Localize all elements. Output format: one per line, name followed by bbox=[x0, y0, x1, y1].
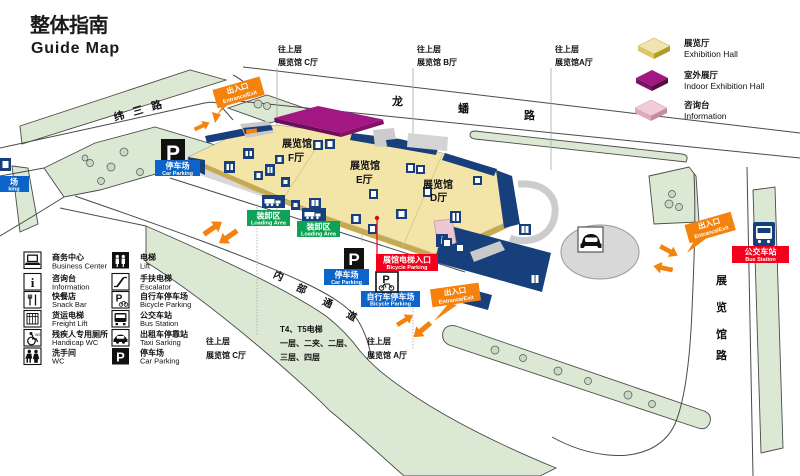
svg-text:P: P bbox=[382, 274, 389, 286]
svg-text:洗手间: 洗手间 bbox=[52, 348, 76, 358]
svg-text:展览馆A厅: 展览馆A厅 bbox=[554, 57, 593, 67]
svg-text:展览馆 C厅: 展览馆 C厅 bbox=[277, 57, 318, 67]
svg-text:一层、二夹、二层、: 一层、二夹、二层、 bbox=[280, 338, 352, 348]
svg-text:Indoor Exhibition Hall: Indoor Exhibition Hall bbox=[684, 81, 764, 91]
svg-text:展览馆 A厅: 展览馆 A厅 bbox=[366, 350, 407, 360]
svg-text:道: 道 bbox=[344, 308, 359, 324]
svg-text:咨询台: 咨询台 bbox=[684, 100, 710, 110]
svg-text:Bicycle Parking: Bicycle Parking bbox=[370, 302, 411, 308]
svg-text:往上层: 往上层 bbox=[417, 44, 441, 54]
svg-text:展览馆: 展览馆 bbox=[350, 159, 380, 172]
svg-text:Handicap WC: Handicap WC bbox=[52, 338, 99, 347]
svg-text:king: king bbox=[8, 187, 19, 193]
svg-text:通: 通 bbox=[320, 296, 334, 311]
svg-text:展览馆: 展览馆 bbox=[282, 137, 312, 150]
svg-text:Car Parking: Car Parking bbox=[162, 171, 193, 177]
svg-text:Bus Station: Bus Station bbox=[745, 257, 776, 263]
svg-text:Guide Map: Guide Map bbox=[31, 40, 120, 57]
svg-text:览: 览 bbox=[716, 300, 727, 314]
svg-text:停车场: 停车场 bbox=[166, 161, 190, 171]
svg-text:自行车停车场: 自行车停车场 bbox=[140, 291, 188, 301]
svg-text:室外展厅: 室外展厅 bbox=[684, 70, 719, 80]
svg-text:Information: Information bbox=[684, 111, 727, 121]
svg-text:F厅: F厅 bbox=[288, 152, 304, 164]
svg-text:公交车站: 公交车站 bbox=[745, 247, 777, 257]
svg-text:残疾人专用厕所: 残疾人专用厕所 bbox=[52, 329, 108, 339]
svg-text:部: 部 bbox=[294, 281, 309, 297]
svg-text:WC: WC bbox=[35, 333, 42, 337]
svg-text:出入口: 出入口 bbox=[443, 284, 467, 297]
svg-text:Loading Area: Loading Area bbox=[251, 221, 287, 227]
svg-text:Entrance/Exit: Entrance/Exit bbox=[438, 295, 474, 306]
svg-text:展: 展 bbox=[715, 274, 728, 287]
svg-text:展馆电梯入口: 展馆电梯入口 bbox=[382, 255, 431, 265]
svg-text:展览馆: 展览馆 bbox=[423, 178, 453, 191]
svg-text:Car Parking: Car Parking bbox=[140, 357, 180, 366]
svg-text:Escalator: Escalator bbox=[140, 283, 172, 292]
svg-text:Car Parking: Car Parking bbox=[331, 280, 362, 286]
svg-text:蟠: 蟠 bbox=[458, 101, 470, 115]
svg-text:内: 内 bbox=[271, 268, 286, 284]
svg-text:P: P bbox=[166, 142, 180, 165]
svg-text:D厅: D厅 bbox=[430, 192, 447, 204]
svg-text:P: P bbox=[116, 350, 125, 365]
svg-text:展览馆 B厅: 展览馆 B厅 bbox=[416, 57, 457, 67]
svg-text:展览馆 C厅: 展览馆 C厅 bbox=[205, 350, 246, 360]
svg-text:T4、T5电梯: T4、T5电梯 bbox=[280, 324, 323, 334]
svg-text:龙: 龙 bbox=[391, 94, 403, 108]
svg-text:Freight Lift: Freight Lift bbox=[52, 319, 88, 328]
svg-text:往上层: 往上层 bbox=[206, 336, 230, 346]
svg-text:Loading Area: Loading Area bbox=[301, 232, 337, 238]
svg-text:出租车停靠站: 出租车停靠站 bbox=[140, 329, 188, 339]
svg-text:快餐店: 快餐店 bbox=[52, 291, 76, 301]
svg-text:电梯: 电梯 bbox=[140, 252, 156, 262]
svg-text:Information: Information bbox=[52, 283, 90, 292]
svg-text:Taxi Sarking: Taxi Sarking bbox=[140, 338, 181, 347]
svg-text:Business Center: Business Center bbox=[52, 262, 108, 271]
svg-text:公交车站: 公交车站 bbox=[140, 310, 172, 320]
svg-text:Snack Bar: Snack Bar bbox=[52, 300, 87, 309]
svg-text:场: 场 bbox=[10, 177, 18, 187]
svg-text:手扶电梯: 手扶电梯 bbox=[140, 273, 172, 283]
svg-text:展览厅: 展览厅 bbox=[683, 38, 710, 48]
svg-text:路: 路 bbox=[716, 348, 728, 362]
svg-text:i: i bbox=[31, 275, 35, 290]
svg-text:货运电梯: 货运电梯 bbox=[51, 310, 84, 320]
svg-text:Lift: Lift bbox=[140, 262, 151, 271]
svg-text:整体指南: 整体指南 bbox=[29, 13, 108, 37]
svg-text:停车场: 停车场 bbox=[140, 348, 164, 358]
svg-text:馆: 馆 bbox=[716, 327, 727, 341]
svg-text:装卸区: 装卸区 bbox=[256, 211, 281, 221]
svg-text:商务中心: 商务中心 bbox=[52, 252, 84, 262]
svg-text:自行车停车场: 自行车停车场 bbox=[367, 292, 415, 302]
svg-text:咨询台: 咨询台 bbox=[52, 273, 76, 283]
svg-text:装卸区: 装卸区 bbox=[306, 222, 331, 232]
svg-text:WC: WC bbox=[52, 357, 65, 366]
svg-text:E厅: E厅 bbox=[356, 174, 373, 186]
svg-text:往上层: 往上层 bbox=[555, 44, 579, 54]
svg-text:停车场: 停车场 bbox=[335, 270, 359, 280]
svg-text:三层、四层: 三层、四层 bbox=[280, 353, 320, 362]
svg-text:Bus Station: Bus Station bbox=[140, 319, 178, 328]
svg-text:往上层: 往上层 bbox=[278, 44, 302, 54]
svg-text:Bicycle Parking: Bicycle Parking bbox=[140, 300, 191, 309]
svg-text:Exhibition Hall: Exhibition Hall bbox=[684, 49, 738, 59]
svg-text:往上层: 往上层 bbox=[367, 336, 391, 346]
svg-text:Bicycle Parking: Bicycle Parking bbox=[387, 265, 428, 271]
svg-text:P: P bbox=[348, 250, 359, 269]
svg-text:P: P bbox=[116, 294, 123, 305]
svg-text:路: 路 bbox=[524, 108, 536, 122]
